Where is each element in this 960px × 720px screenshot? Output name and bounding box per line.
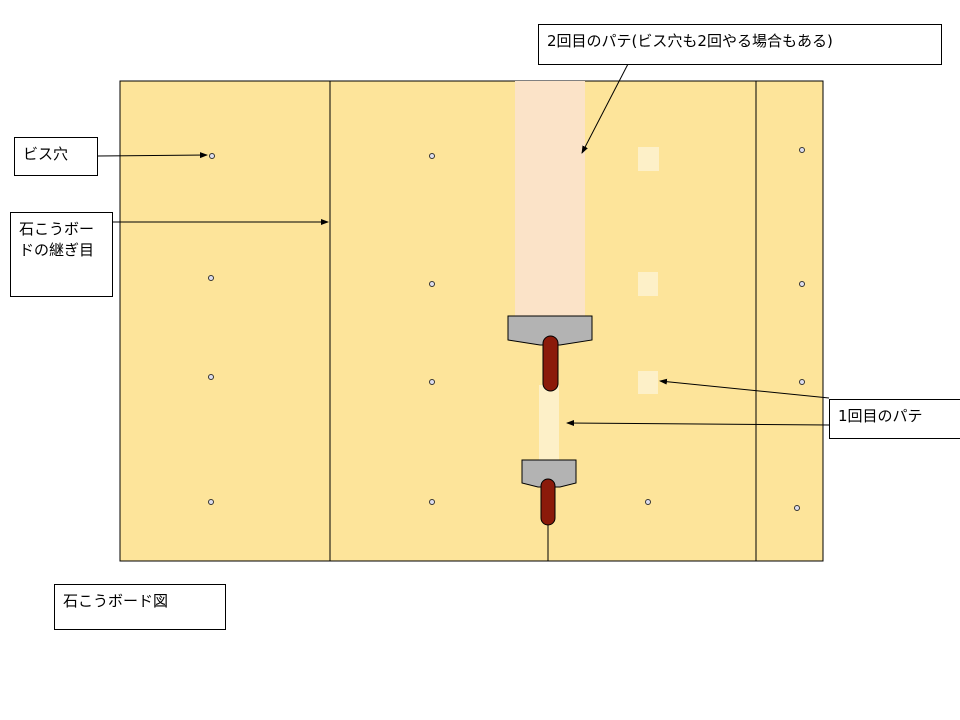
drywall-board bbox=[119, 80, 824, 562]
screw-holes bbox=[208, 147, 805, 511]
putty-square bbox=[638, 272, 658, 296]
putty-knife-lower bbox=[521, 459, 577, 561]
callout-arrows bbox=[96, 63, 830, 427]
screw-hole bbox=[799, 147, 805, 153]
screw-hole bbox=[429, 153, 435, 159]
screw-hole bbox=[429, 499, 435, 505]
first-putty-strip bbox=[539, 385, 559, 461]
first-putty-label: 1回目のパテ bbox=[829, 399, 960, 439]
screw-hole-label: ビス穴 bbox=[14, 137, 98, 176]
screw-hole bbox=[429, 379, 435, 385]
screw-hole bbox=[429, 281, 435, 287]
screw-hole bbox=[208, 374, 214, 380]
screw-hole bbox=[799, 281, 805, 287]
putty-knife-upper bbox=[507, 315, 593, 392]
putty-square bbox=[638, 371, 658, 394]
board-seam-label: 石こうボードの継ぎ目 bbox=[10, 212, 113, 297]
putty-square bbox=[638, 147, 659, 171]
screw-hole bbox=[794, 505, 800, 511]
second-putty-strip bbox=[515, 81, 585, 317]
screw-hole bbox=[208, 499, 214, 505]
screw-hole bbox=[799, 379, 805, 385]
screw-hole bbox=[645, 499, 651, 505]
figure-title: 石こうボード図 bbox=[54, 584, 226, 630]
screw-hole bbox=[209, 153, 215, 159]
second-putty-label: 2回目のパテ(ビス穴も2回やる場合もある) bbox=[538, 24, 942, 65]
screw-hole bbox=[208, 275, 214, 281]
